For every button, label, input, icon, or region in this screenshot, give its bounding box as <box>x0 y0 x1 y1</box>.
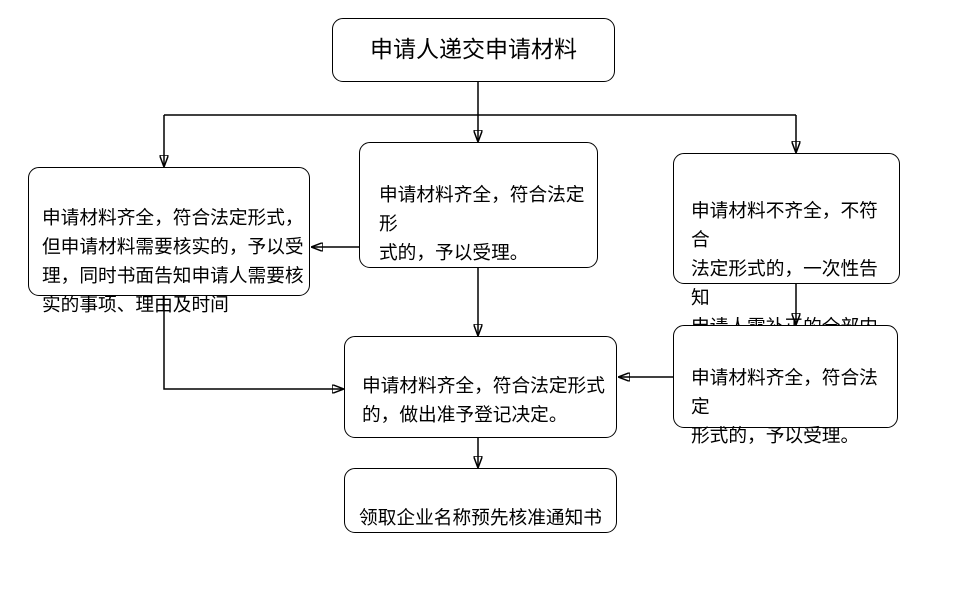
node-approval-decision-label: 申请材料齐全，符合法定形式 的，做出准予登记决定。 <box>362 376 605 426</box>
node-accepted: 申请材料齐全，符合法定形 式的，予以受理。 <box>359 142 598 268</box>
node-approval-decision: 申请材料齐全，符合法定形式 的，做出准予登记决定。 <box>344 336 617 438</box>
node-receive-notice: 领取企业名称预先核准通知书 <box>344 468 617 533</box>
node-accepted-label: 申请材料齐全，符合法定形 式的，予以受理。 <box>379 185 585 264</box>
node-incomplete-materials: 申请材料不齐全，不符合 法定形式的，一次性告知 申请人需补正的全部内 容。 <box>673 153 900 367</box>
node-start: 申请人递交申请材料 <box>332 18 615 82</box>
node-accepted-after-correction-label: 申请材料齐全，符合法定 形式的，予以受理。 <box>691 368 878 447</box>
node-accepted-after-correction: 申请材料齐全，符合法定 形式的，予以受理。 <box>673 325 898 447</box>
node-verify-needed: 申请材料齐全，符合法定形式， 但申请材料需要核实的，予以受 理，同时书面告知申请… <box>28 167 310 316</box>
node-start-label: 申请人递交申请材料 <box>370 36 577 63</box>
node-verify-needed-label: 申请材料齐全，符合法定形式， 但申请材料需要核实的，予以受 理，同时书面告知申请… <box>42 208 304 316</box>
node-receive-notice-label: 领取企业名称预先核准通知书 <box>359 508 602 529</box>
edge-verify-to-decision <box>163 296 343 389</box>
